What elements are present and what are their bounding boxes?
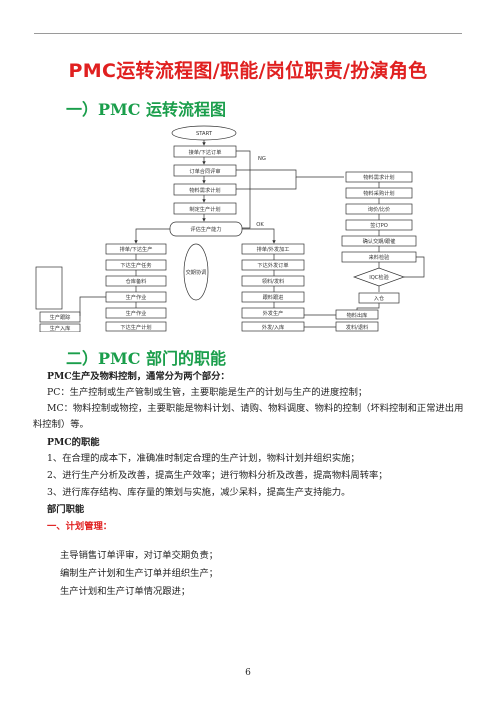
flow-node	[241, 275, 305, 287]
subheading-red: 一、计划管理：	[47, 521, 113, 532]
flow-label: 物料采购计划	[363, 189, 394, 197]
flow-label: OK	[256, 222, 264, 228]
flow-label: 签订PO	[370, 221, 388, 229]
section-title-functions: 二）PMC 部门的职能	[66, 349, 227, 368]
flow-side-node	[35, 266, 63, 310]
flow-label: 下达生产任务	[120, 261, 151, 269]
paragraph-pc: PC：生产控制或生产管制或生管，主要职能是生产的计划与生产的进度控制；	[47, 387, 368, 398]
flow-node	[241, 307, 305, 319]
flow-label: 仓库备料	[126, 277, 147, 285]
list-item: 编制生产计划和生产订单并组织生产；	[60, 568, 219, 579]
flow-label: 询价/比价	[368, 205, 391, 213]
list-item: 2、进行生产分析及改善，提高生产效率；进行物料分析及改善，提高物料周转率；	[47, 470, 388, 481]
flow-label: NG	[258, 156, 266, 162]
list-item: 3、进行库存结构、库存量的策划与实施，减少呆料，提高生产支持能力。	[47, 487, 351, 498]
flow-label: 跟料跟进	[263, 293, 284, 301]
document-title: PMC运转流程图/职能/岗位职责/扮演角色	[68, 60, 428, 82]
flow-label: 物料需求计划	[189, 186, 220, 194]
flow-label: 接单/下达订单	[189, 148, 222, 156]
flow-node	[335, 321, 379, 332]
flow-node	[105, 321, 167, 332]
subheading: PMC生产及物料控制，通常分为两个部分：	[47, 371, 230, 382]
flow-label: 来料检验	[369, 253, 391, 261]
flow-node	[39, 311, 81, 323]
flow-label: 外发生产	[263, 309, 284, 317]
flow-label: 制定生产计划	[189, 205, 220, 213]
pmc-flowchart: START 接单/下达订单 订单合同评审 物料需求计划 制定生产计划 评估生产能…	[35, 125, 425, 332]
flow-label: 排单/下达生产	[120, 245, 153, 253]
flow-label: IQC检验	[369, 273, 389, 281]
flow-label: 生产作业	[126, 293, 147, 301]
subheading: 部门职能	[47, 504, 85, 515]
flow-label: 交期协调	[186, 268, 207, 276]
flow-label: 下达外发订单	[257, 261, 288, 269]
flow-node	[173, 145, 237, 158]
flow-label: 物料出库	[347, 311, 368, 319]
flow-node	[241, 259, 305, 271]
paragraph-mc: MC：物料控制或物控，主要职能是物料计划、请购、物料调度、物料的控制（坏料控制和…	[33, 403, 464, 430]
flow-node	[241, 291, 305, 303]
flow-label: 确认交期/跟催	[363, 237, 396, 245]
list-item: 1、在合理的成本下，准确准时制定合理的生产计划，物料计划并组织实施；	[47, 453, 360, 464]
list-item: 主导销售订单评审，对订单交期负责；	[60, 550, 219, 561]
flow-label: 外发/入库	[262, 323, 285, 331]
flow-label: 生产入库	[50, 324, 71, 332]
flow-label: 下达生产计划	[120, 323, 151, 331]
flow-coordination-node	[183, 243, 209, 301]
flow-node	[241, 321, 305, 332]
list-item: 生产计划和生产订单情况跟进；	[60, 586, 191, 597]
flow-node	[173, 202, 237, 215]
flow-label: 发料/退料	[346, 323, 369, 331]
flow-label: 生产作业	[126, 309, 147, 317]
flow-label: 排单/外发加工	[257, 245, 290, 253]
flow-label: 物料需求计划	[363, 173, 394, 181]
flow-label: START	[196, 131, 213, 137]
flow-label: 领料/发料	[262, 277, 285, 285]
flow-node	[173, 183, 237, 196]
flow-node	[39, 323, 81, 332]
flow-label: 订单合同评审	[189, 167, 220, 175]
flow-node	[173, 164, 237, 177]
flow-label: 评估生产能力	[190, 225, 221, 233]
flow-label: 入仓	[374, 294, 385, 302]
subheading: PMC的职能	[47, 437, 100, 448]
flow-node	[241, 243, 305, 255]
section-title-flowchart: 一）PMC 运转流程图	[66, 100, 227, 119]
top-rule	[34, 33, 462, 34]
page-number: 6	[245, 668, 251, 678]
flow-label: 生产跟踪	[50, 313, 72, 321]
